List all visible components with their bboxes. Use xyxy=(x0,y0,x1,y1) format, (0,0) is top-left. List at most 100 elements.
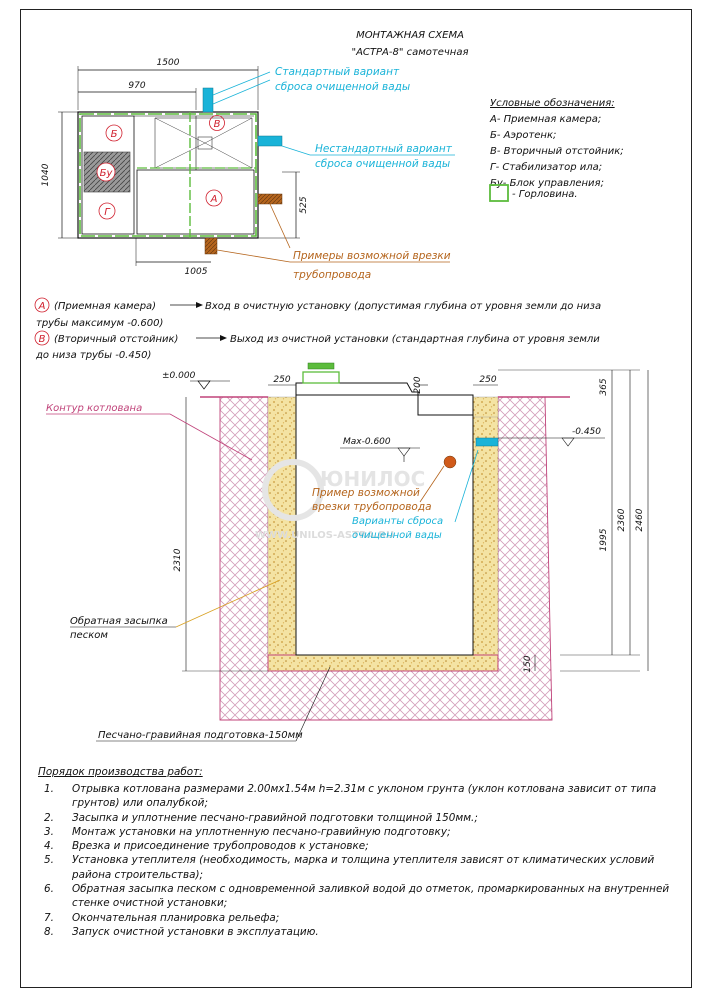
watermark-url: WWW.UNILOS-ASTRA.RU xyxy=(255,530,394,541)
procedure-step-number: 5. xyxy=(44,854,54,867)
procedure-step: 5. Установка утеплителя (необходимость, м… xyxy=(38,853,678,882)
pipe-examples-line1: Примеры возможной врезки xyxy=(293,250,451,262)
zone-b-label: Б xyxy=(111,129,118,140)
legend: Условные обозначения: А- Приемная камера… xyxy=(489,97,624,202)
title-line2: "АСТРА-8" самотечная xyxy=(351,47,468,58)
dim-250-right: 250 xyxy=(479,375,496,385)
procedure-step-number: 8. xyxy=(44,925,54,938)
outlet-variants-line1: Варианты сброса xyxy=(352,515,443,527)
pipe-example-right xyxy=(257,193,283,205)
procedure-step-text: Обратная засыпка песком с одновременной … xyxy=(72,883,670,910)
procedure-step: 2. Засыпка и уплотнение песчано-гравийной… xyxy=(38,811,678,825)
procedure-step: 6.Обратная засыпка песком с одновременно… xyxy=(38,882,678,911)
std-outlet-line2: сброса очищенной вады xyxy=(275,81,410,93)
gravel-bed xyxy=(267,654,499,672)
note-a-letter: А xyxy=(38,301,46,312)
zone-b-marker xyxy=(105,124,123,142)
plan-dim-970: 970 xyxy=(128,81,145,91)
zone-g-marker xyxy=(98,202,116,220)
procedure-step-number: 3. xyxy=(44,825,54,838)
legend-item-b: Б- Аэротенк; xyxy=(490,130,556,141)
dim-2460: 2460 xyxy=(635,508,645,531)
dim-2360: 2360 xyxy=(617,508,627,531)
backfill-line2: песком xyxy=(70,630,108,641)
procedure-step: 1.Отрывка котлована размерами 2.00мх1.54… xyxy=(38,782,678,811)
level-0450: -0.450 xyxy=(572,427,601,437)
procedure-title: Порядок производства работ: xyxy=(38,766,203,778)
zone-v-label: В xyxy=(214,119,221,130)
procedure-step-number: 4. xyxy=(44,840,54,853)
procedure-step: 8. Запуск очистной установки в эксплуатац… xyxy=(38,925,678,939)
legend-item-neck: - Горловина. xyxy=(512,189,578,200)
legend-item-v: В- Вторичный отстойник; xyxy=(490,146,624,157)
zone-a-label: А xyxy=(210,194,218,205)
pit-contour-label: Контур котлована xyxy=(46,403,142,414)
section-view: ±0.000 250 200 250 365 1995 2360 2460 15… xyxy=(46,362,649,742)
backfill-line1: Обратная засыпка xyxy=(70,615,168,627)
standard-outlet-pipe xyxy=(202,87,214,113)
dim-150: 150 xyxy=(523,655,533,672)
note-a-text: Вход в очистную установку (допустимая гл… xyxy=(205,300,601,312)
zone-v-marker xyxy=(209,115,225,131)
procedure-steps: 1.Отрывка котлована размерами 2.00мх1.54… xyxy=(38,782,678,939)
legend-item-bu: Бу- Блок управления; xyxy=(490,178,604,189)
zone-bu-marker xyxy=(96,162,116,182)
nonstd-outlet-line1: Нестандартный вариант xyxy=(315,143,453,155)
level-zero: ±0.000 xyxy=(162,371,196,381)
max-0600: Max-0.600 xyxy=(343,437,391,447)
dim-250-left: 250 xyxy=(273,375,290,385)
zone-g-label: Г xyxy=(104,207,111,218)
procedure-step-text: Врезка и присоединение трубопроводов к у… xyxy=(72,840,369,853)
pipe-examples-line2: трубопровода xyxy=(293,269,371,281)
pipe-inlet-circle xyxy=(443,455,457,469)
note-a-name: (Приемная камера) xyxy=(54,301,156,312)
plan-dim-1005: 1005 xyxy=(185,267,208,277)
procedure-step-text: Отрывка котлована размерами 2.00мх1.54м … xyxy=(72,783,657,810)
section-lid xyxy=(307,362,335,370)
std-outlet-line1: Стандартный вариант xyxy=(275,66,400,78)
note-b-name: (Вторичный отстойник) xyxy=(54,334,178,345)
plan-view: 1500 970 1040 xyxy=(41,58,455,281)
dim-365: 365 xyxy=(599,378,609,395)
plan-dim-1500: 1500 xyxy=(157,58,180,68)
pipe-example-line1: Пример возможной xyxy=(312,487,420,499)
notes: А (Приемная камера) Вход в очистную уста… xyxy=(34,297,601,361)
procedure-step-text: Засыпка и уплотнение песчано-гравийной п… xyxy=(72,811,478,824)
watermark-brand: ЮНИЛОС xyxy=(320,467,425,491)
procedure-step-number: 2. xyxy=(44,811,54,824)
procedure-step-text: Окончательная планировка рельефа; xyxy=(72,911,280,924)
procedure-block: Порядок производства работ: 1.Отрывка ко… xyxy=(38,766,678,939)
procedure-step: 4. Врезка и присоединение трубопроводов к… xyxy=(38,839,678,853)
section-neck xyxy=(302,371,340,384)
note-b-text: Выход из очистной установки (стандартная… xyxy=(230,333,600,345)
nonstd-outlet-line2: сброса очищенной вады xyxy=(315,158,450,170)
pipe-example-bottom xyxy=(204,237,218,255)
nonstandard-outlet-pipe xyxy=(257,135,283,147)
dim-1995: 1995 xyxy=(599,528,609,551)
section-outlet-pipe xyxy=(475,437,499,447)
procedure-step: 7. Окончательная планировка рельефа; xyxy=(38,911,678,925)
outlet-variants-line2: очищенной вады xyxy=(352,530,442,541)
legend-title: Условные обозначения: xyxy=(490,97,615,109)
gravel-bed-label: Песчано-гравийная подготовка-150мм xyxy=(98,730,303,741)
procedure-step-text: Запуск очистной установки в эксплуатацию… xyxy=(72,925,319,938)
title-line1: МОНТАЖНАЯ СХЕМА xyxy=(356,30,464,41)
dim-2310: 2310 xyxy=(173,548,183,571)
backfill-left xyxy=(267,396,297,656)
procedure-step-text: Монтаж установки на уплотненную песчано-… xyxy=(72,825,451,838)
plan-dim-525: 525 xyxy=(299,196,309,213)
note-b-letter: В xyxy=(39,334,46,345)
procedure-step-number: 7. xyxy=(44,911,54,924)
sheet-frame xyxy=(20,9,692,988)
legend-item-g: Г- Стабилизатор ила; xyxy=(490,161,602,173)
note-b-line2: до низа трубы -0.450) xyxy=(35,349,151,361)
procedure-step: 3. Монтаж установки на уплотненную песчан… xyxy=(38,825,678,839)
plan-dim-1040: 1040 xyxy=(41,163,51,186)
legend-neck-swatch xyxy=(489,184,509,202)
legend-item-a: А- Приемная камера; xyxy=(489,114,601,125)
note-a-line2: трубы максимум -0.600) xyxy=(36,317,163,329)
procedure-step-text: Установка утеплителя (необходимость, мар… xyxy=(72,854,655,881)
zone-a-marker xyxy=(205,189,223,207)
